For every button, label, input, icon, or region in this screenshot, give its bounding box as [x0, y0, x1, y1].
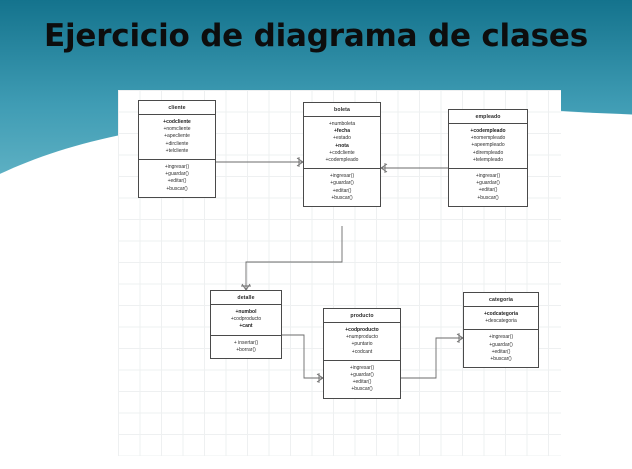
uml-class-categoria[interactable]: categoria +codcategoria +descategoria +i…: [463, 292, 539, 369]
uml-operation: +ingresar(): [164, 164, 190, 171]
uml-class-cliente[interactable]: cliente +codcliente +nomcliente +apeclie…: [138, 100, 216, 198]
uml-attribute: +dircliente: [165, 140, 189, 147]
uml-attribute: +telcliente: [165, 147, 189, 154]
uml-operation: +buscar(): [351, 386, 373, 393]
uml-attribute: +codcliente: [163, 119, 191, 125]
uml-operation: +ingresar(): [349, 364, 375, 371]
uml-operation-list: +ingresar() +guardar() +editar() +buscar…: [139, 160, 215, 197]
uml-operation: + insertar(): [233, 339, 259, 346]
uml-attribute: +nota: [335, 142, 349, 149]
uml-attribute: +cant: [239, 323, 253, 330]
uml-operation: +ingresar(): [329, 173, 355, 180]
link-boleta-detalle: [245, 226, 343, 290]
uml-attribute: +nomempleado: [470, 135, 506, 142]
uml-attribute-list: +numbol +codproducto +cant: [211, 305, 281, 336]
uml-attribute-list: +codcategoria +descategoria: [464, 307, 538, 331]
uml-attribute: +codempleado: [325, 157, 359, 164]
uml-attribute-list: +codempleado +nomempleado +apeempleado +…: [449, 124, 527, 170]
uml-attribute: +descategoria: [485, 318, 517, 325]
uml-attribute: +dirempleado: [472, 149, 504, 156]
uml-class-detalle[interactable]: detalle +numbol +codproducto +cant + ins…: [210, 290, 282, 360]
link-detalle-producto: [282, 334, 323, 379]
uml-operation: +buscar(): [490, 356, 512, 363]
uml-attribute: +puntario: [351, 341, 373, 348]
uml-operation: +ingresar(): [488, 334, 514, 341]
uml-operation: +editar(): [352, 379, 372, 386]
uml-attribute: +numproducto: [345, 334, 379, 341]
uml-operation: +guardar(): [350, 372, 374, 379]
uml-attribute: +codcategoria: [483, 311, 519, 317]
uml-operation-list: +ingresar() +guardar() +editar() +buscar…: [449, 169, 527, 206]
uml-attribute: +codproducto: [230, 316, 262, 323]
uml-attribute: +codcant: [351, 348, 373, 355]
uml-attribute: +fecha: [334, 128, 350, 135]
uml-operation-list: +ingresar() +guardar() +editar() +buscar…: [324, 361, 400, 398]
uml-class-producto[interactable]: producto +codproducto +numproducto +punt…: [323, 308, 401, 399]
uml-operation: +guardar(): [330, 180, 354, 187]
uml-class-name: cliente: [139, 101, 215, 115]
uml-class-name: categoria: [464, 293, 538, 307]
relationship-connectors: [216, 157, 464, 383]
uml-operation-list: +ingresar() +guardar() +editar() +buscar…: [464, 330, 538, 367]
uml-operation: +guardar(): [489, 341, 513, 348]
uml-attribute: +codempleado: [470, 128, 506, 134]
uml-attribute: +numboleta: [328, 121, 356, 127]
uml-operation: +editar(): [167, 178, 187, 185]
uml-attribute: +nomcliente: [163, 126, 191, 133]
link-producto-categoria: [401, 337, 463, 379]
uml-attribute: +telempleado: [472, 156, 504, 163]
uml-attribute: +apecliente: [164, 133, 190, 140]
uml-attribute: +estado: [333, 135, 351, 142]
uml-attribute: +apeempleado: [471, 142, 505, 149]
uml-attribute: +codcliente: [329, 149, 355, 156]
uml-operation-list: + insertar() +borrar(): [211, 336, 281, 358]
uml-attribute-list: +numboleta +fecha +estado +nota +codclie…: [304, 117, 380, 170]
uml-operation-list: +ingresar() +guardar() +editar() +buscar…: [304, 169, 380, 206]
diagram-canvas: cliente +codcliente +nomcliente +apeclie…: [118, 90, 561, 456]
uml-class-name: empleado: [449, 110, 527, 124]
uml-class-name: detalle: [211, 291, 281, 305]
uml-attribute-list: +codcliente +nomcliente +apecliente +dir…: [139, 115, 215, 161]
uml-operation: +guardar(): [476, 180, 500, 187]
uml-attribute: +codproducto: [345, 327, 379, 333]
uml-class-name: producto: [324, 309, 400, 323]
slide-title: Ejercicio de diagrama de clases: [43, 18, 589, 54]
uml-operation: +borrar(): [236, 346, 256, 353]
uml-operation: +buscar(): [477, 194, 499, 201]
uml-operation: +guardar(): [165, 171, 189, 178]
uml-attribute-list: +codproducto +numproducto +puntario +cod…: [324, 323, 400, 361]
uml-operation: +editar(): [491, 348, 511, 355]
uml-class-empleado[interactable]: empleado +codempleado +nomempleado +apee…: [448, 109, 528, 207]
uml-class-name: boleta: [304, 103, 380, 117]
uml-operation: +ingresar(): [475, 173, 501, 180]
uml-class-boleta[interactable]: boleta +numboleta +fecha +estado +nota +…: [303, 102, 381, 208]
uml-attribute: +numbol: [235, 309, 257, 315]
uml-operation: +buscar(): [331, 194, 353, 201]
uml-operation: +editar(): [332, 187, 352, 194]
uml-operation: +editar(): [478, 187, 498, 194]
uml-operation: +buscar(): [166, 185, 188, 192]
